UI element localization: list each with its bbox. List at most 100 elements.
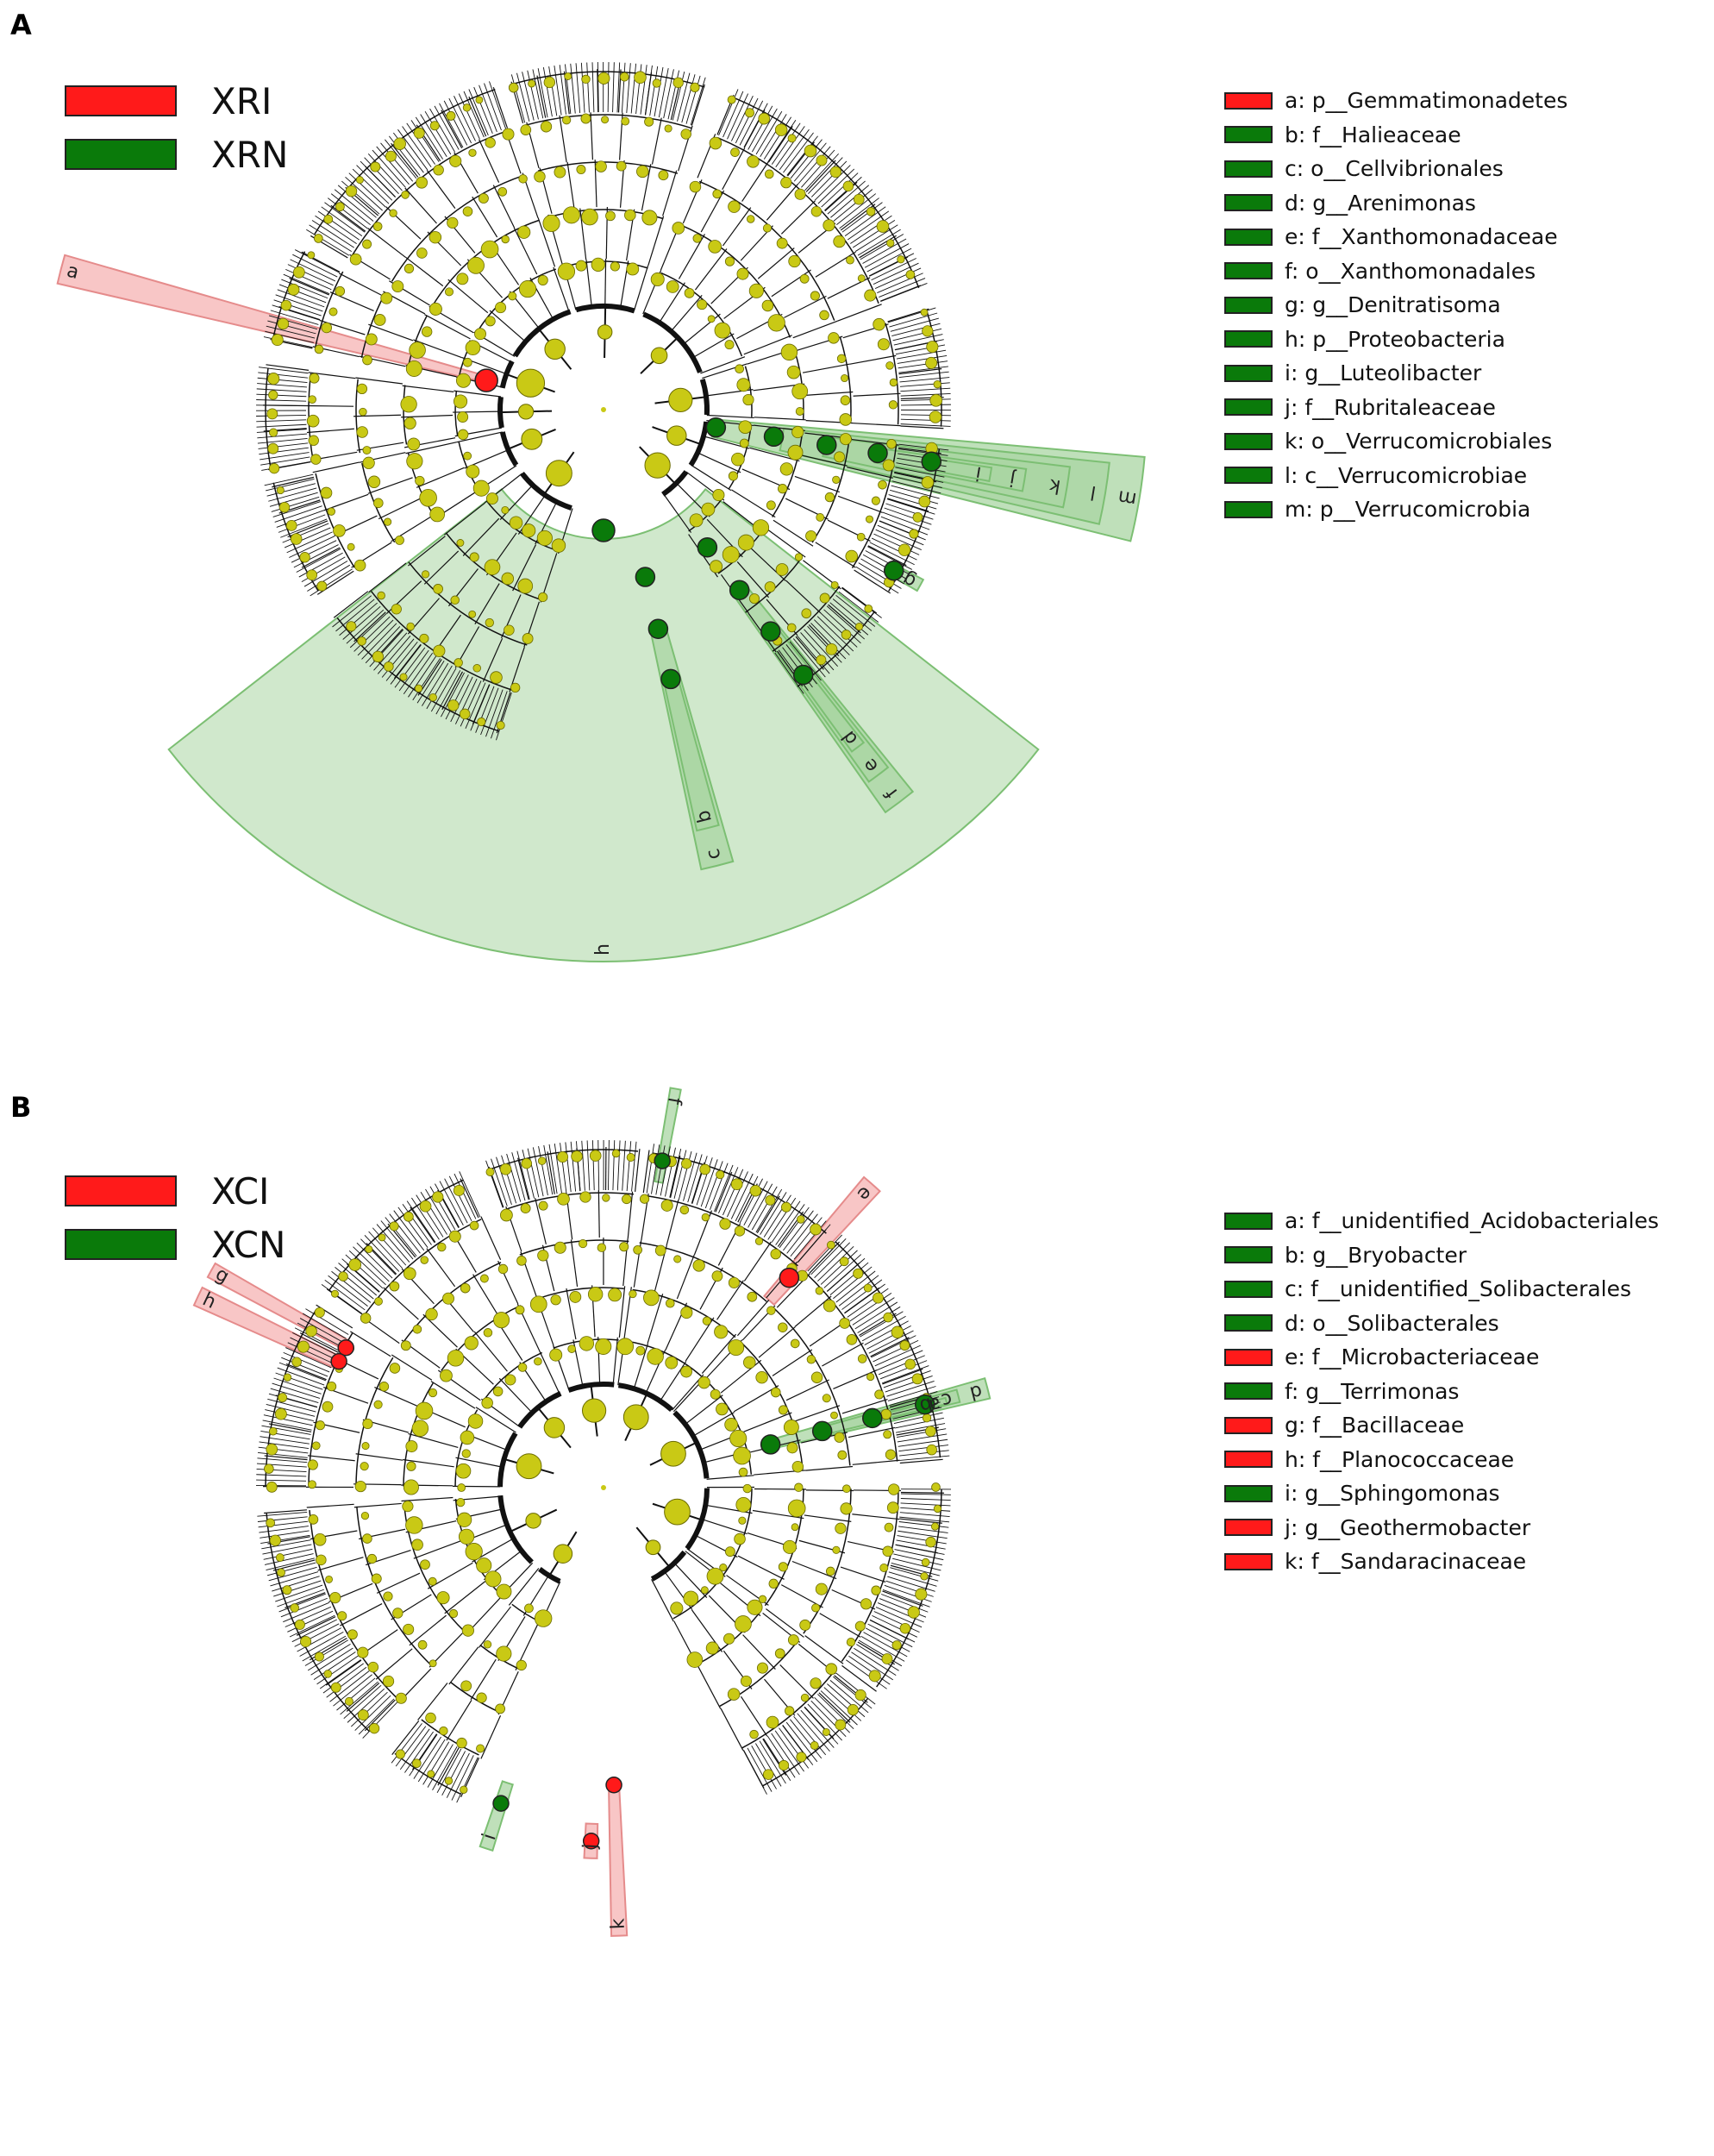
branch-line [853,392,901,397]
taxon-node [728,1339,745,1357]
taxon-node [456,1737,467,1749]
branch-line [785,580,822,614]
taxon-node [444,287,454,297]
taxon-node [391,604,402,615]
taxon-node [538,1200,548,1211]
branch-line [700,356,746,374]
branch-line [441,671,464,711]
leaf-branch [804,153,840,191]
leaf-branch [810,160,848,197]
taxon-node [479,1274,489,1283]
taxon-node [557,262,576,280]
taxon-node [556,1150,569,1163]
leaf-branch [581,1140,585,1191]
taxon-node [645,1539,661,1556]
taxon-node [673,1255,682,1263]
taxon-node [883,1312,893,1323]
taxon-node [419,1200,432,1213]
taxon-node [416,176,428,189]
taxon-node [457,411,469,423]
leaf-branch [900,414,951,417]
taxon-node [856,532,866,542]
taxon-node [794,1482,804,1492]
taxon-node [724,1418,738,1432]
leaf-branch [542,66,553,117]
leaf-branch [893,1412,943,1425]
taxon-node [891,1640,902,1651]
leaf-branch [406,1200,436,1243]
taxon-node [581,208,598,226]
leaf-branch [872,1614,918,1638]
branch-line [694,248,728,291]
branch-line [867,545,907,567]
leaf-branch [673,1150,687,1200]
taxon-node [439,1726,448,1736]
level-arc [403,1502,466,1633]
taxon-node [348,1258,362,1271]
taxon-node [680,128,691,140]
taxon-node [597,324,613,340]
branch-line [559,115,567,163]
leaf-branch [876,1350,923,1371]
taxon-node [321,322,333,334]
taxon-node [476,1692,487,1703]
taxon-node [857,274,866,283]
taxon-node [871,1585,881,1595]
branch-line [840,1566,886,1583]
leaf-branch [364,157,399,195]
leaf-branch [448,1175,472,1221]
branch-line [368,562,407,593]
taxon-node [729,1429,748,1448]
taxon-node [846,1334,858,1345]
taxon-node [748,283,764,298]
taxon-node [666,280,679,293]
leaf-branch [835,1672,876,1705]
taxon-node [447,699,460,711]
taxon-node [282,1585,292,1595]
taxon-node [770,1248,781,1260]
taxon-node [794,188,806,200]
leaf-branch [896,1428,947,1438]
taxon-node [871,496,880,505]
level-arc [391,174,525,282]
taxon-node [362,1418,373,1430]
taxon-node [839,1257,849,1267]
taxon-node [425,1712,436,1724]
taxon-node [840,1502,853,1515]
taxon-node [413,127,425,139]
taxon-node [328,307,338,317]
taxon-node [825,1566,835,1576]
taxon-node [389,1363,401,1374]
leaf-branch [516,72,530,122]
branch-line [670,295,703,332]
taxon-node [266,1481,278,1493]
taxon-node [454,658,463,667]
group-swatch [65,85,177,116]
leaf-branch [353,616,391,652]
leaf-branch [875,1607,923,1628]
branch-line [403,1458,454,1468]
taxon-node [832,1545,841,1554]
taxon-node [460,1430,475,1445]
branch-line [841,1664,877,1692]
taxon-node [372,650,385,663]
branch-line [794,1405,841,1422]
taxon-node [356,426,368,438]
level-arc [639,1242,767,1302]
taxon-node [794,553,804,561]
leaf-branch [311,220,354,248]
branch-line [474,583,500,625]
taxon-node [886,1501,899,1514]
taxon-node [411,1420,429,1437]
taxon-node [778,1322,788,1332]
taxon-node [601,116,610,124]
taxon-node [490,671,503,684]
leaf-branch [864,243,910,268]
taxon-node [835,1522,847,1534]
taxon-node [549,1348,563,1362]
leaf-branch [330,193,371,226]
branch-line [743,1241,772,1282]
taxon-node [860,1598,873,1610]
taxon-node [460,708,471,720]
branch-line [547,1151,555,1194]
